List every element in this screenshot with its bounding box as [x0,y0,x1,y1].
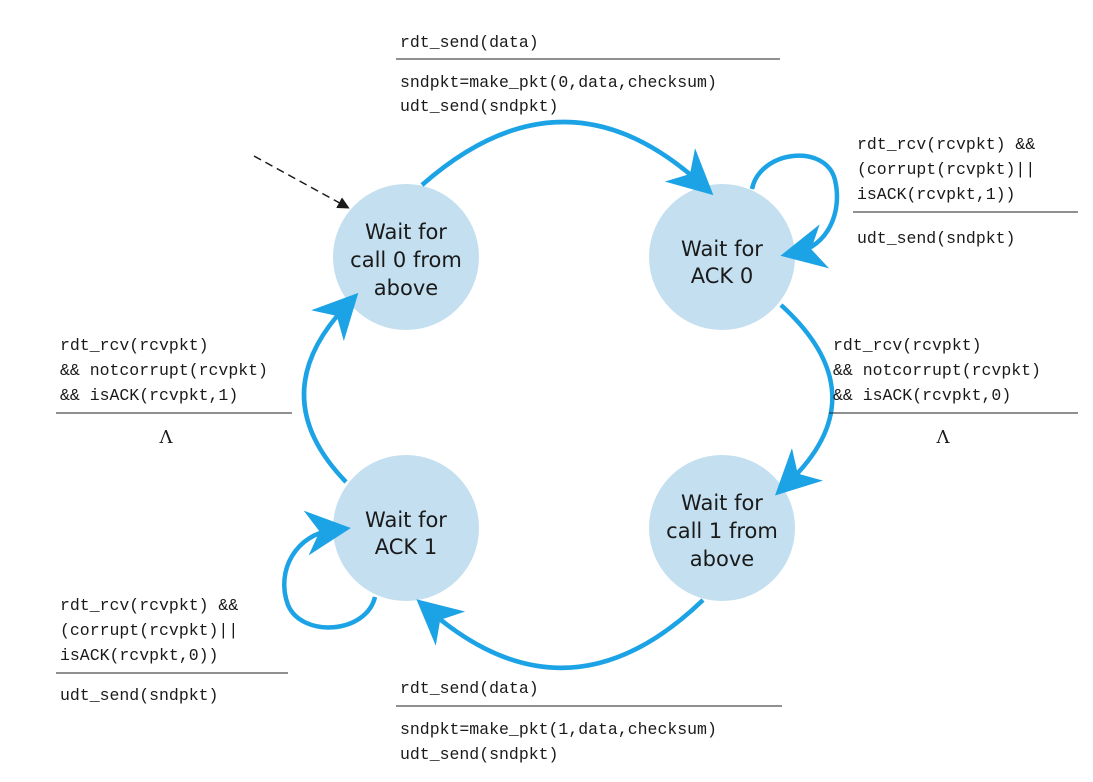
state-label-call0-line3: above [374,276,438,300]
left-action-lambda: Λ [159,427,174,448]
state-wait-ack1 [333,455,479,601]
right-event-1: rdt_rcv(rcvpkt) [833,336,982,355]
right-event-2: && notcorrupt(rcvpkt) [833,361,1041,380]
ack1-self-action: udt_send(sndpkt) [60,686,218,705]
initial-state-arrow [253,155,350,209]
state-label-call1-line2: call 1 from [666,519,778,543]
state-label-ack1-line1: Wait for [365,508,447,532]
state-wait-ack0 [649,184,795,330]
state-label-ack1-line2: ACK 1 [375,535,437,559]
bottom-action-2: udt_send(sndpkt) [400,745,558,764]
left-event-2: && notcorrupt(rcvpkt) [60,361,268,380]
state-label-call1-line1: Wait for [681,491,763,515]
transition-arc-top [420,119,714,196]
ack0-self-event-1: rdt_rcv(rcvpkt) && [857,135,1035,154]
state-label-call1-line3: above [690,547,754,571]
ack0-self-event-2: (corrupt(rcvpkt)|| [857,160,1035,179]
ack1-self-event-1: rdt_rcv(rcvpkt) && [60,596,238,615]
self-loop-ack0 [749,153,840,269]
ack0-self-action: udt_send(sndpkt) [857,229,1015,248]
state-label-ack0-line2: ACK 0 [691,264,753,288]
left-event-3: && isACK(rcvpkt,1) [60,386,238,405]
transition-arc-right [774,303,835,496]
ack0-self-event-3: isACK(rcvpkt,1)) [857,185,1015,204]
bottom-action-1: sndpkt=make_pkt(1,data,checksum) [400,720,717,739]
bottom-event: rdt_send(data) [400,679,539,698]
top-action-1: sndpkt=make_pkt(0,data,checksum) [400,73,717,92]
state-label-call0-line2: call 0 from [350,248,462,272]
top-event: rdt_send(data) [400,33,539,52]
transition-arc-bottom [416,598,705,671]
state-wait-call0 [333,184,479,330]
top-action-2: udt_send(sndpkt) [400,97,558,116]
state-wait-call1 [649,455,795,601]
transition-arc-left [301,292,359,484]
state-label-call0-line1: Wait for [365,220,447,244]
ack1-self-event-3: isACK(rcvpkt,0)) [60,646,218,665]
left-event-1: rdt_rcv(rcvpkt) [60,336,209,355]
ack1-self-event-2: (corrupt(rcvpkt)|| [60,621,238,640]
right-event-3: && isACK(rcvpkt,0) [833,386,1011,405]
state-label-ack0-line1: Wait for [681,237,763,261]
self-loop-ack1 [282,510,378,630]
right-action-lambda: Λ [936,427,951,448]
